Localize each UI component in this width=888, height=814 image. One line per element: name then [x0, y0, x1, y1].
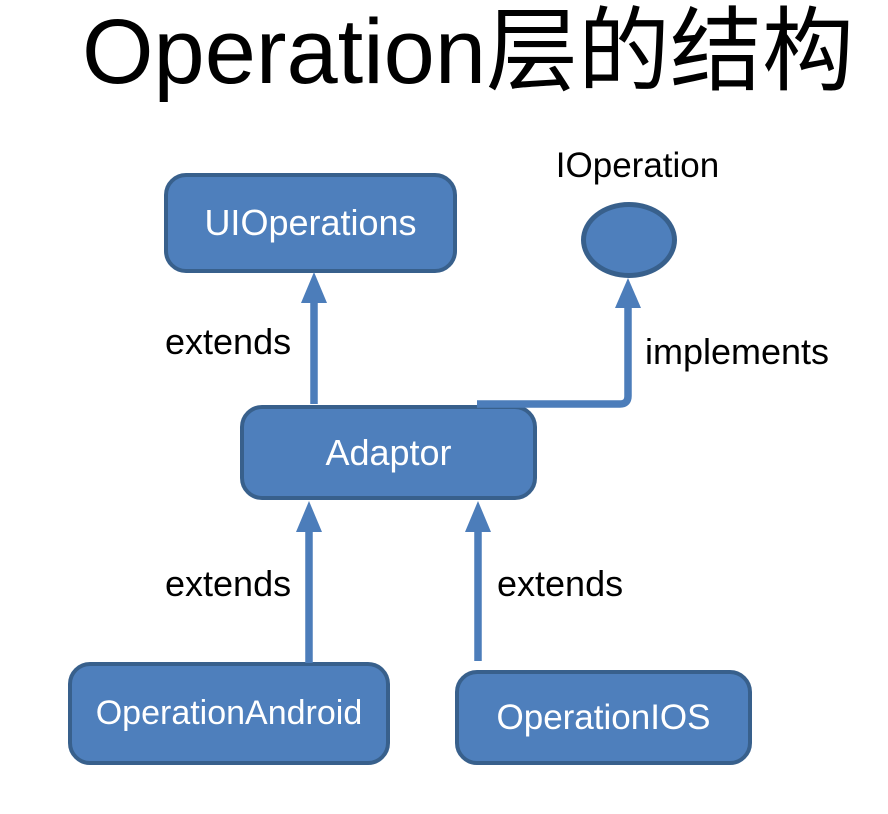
node-operation-android-label: OperationAndroid [95, 694, 363, 732]
node-operation-ios-label: OperationIOS [496, 697, 711, 737]
connector-extends-uioperations [301, 272, 327, 404]
node-operation-android: OperationAndroid [68, 662, 390, 765]
node-adaptor-label: Adaptor [325, 431, 452, 473]
edge-label-extends-android: extends [165, 563, 292, 604]
node-operation-ios: OperationIOS [455, 670, 752, 765]
connector-extends-ios [465, 501, 491, 661]
edge-label-extends-uioperations: extends [165, 321, 292, 362]
node-uioperations: UIOperations [164, 173, 457, 273]
node-adaptor: Adaptor [240, 405, 537, 500]
edge-label-implements: implements [645, 331, 830, 372]
node-uioperations-label: UIOperations [204, 202, 417, 243]
edge-label-extends-ios: extends [497, 563, 624, 604]
node-ioperation-label: IOperation [555, 146, 720, 185]
connector-implements-ioperation [477, 278, 641, 408]
diagram-title: Operation层的结构 [81, 1, 855, 103]
connector-extends-android [296, 501, 322, 663]
node-ioperation-ellipse [581, 202, 677, 278]
